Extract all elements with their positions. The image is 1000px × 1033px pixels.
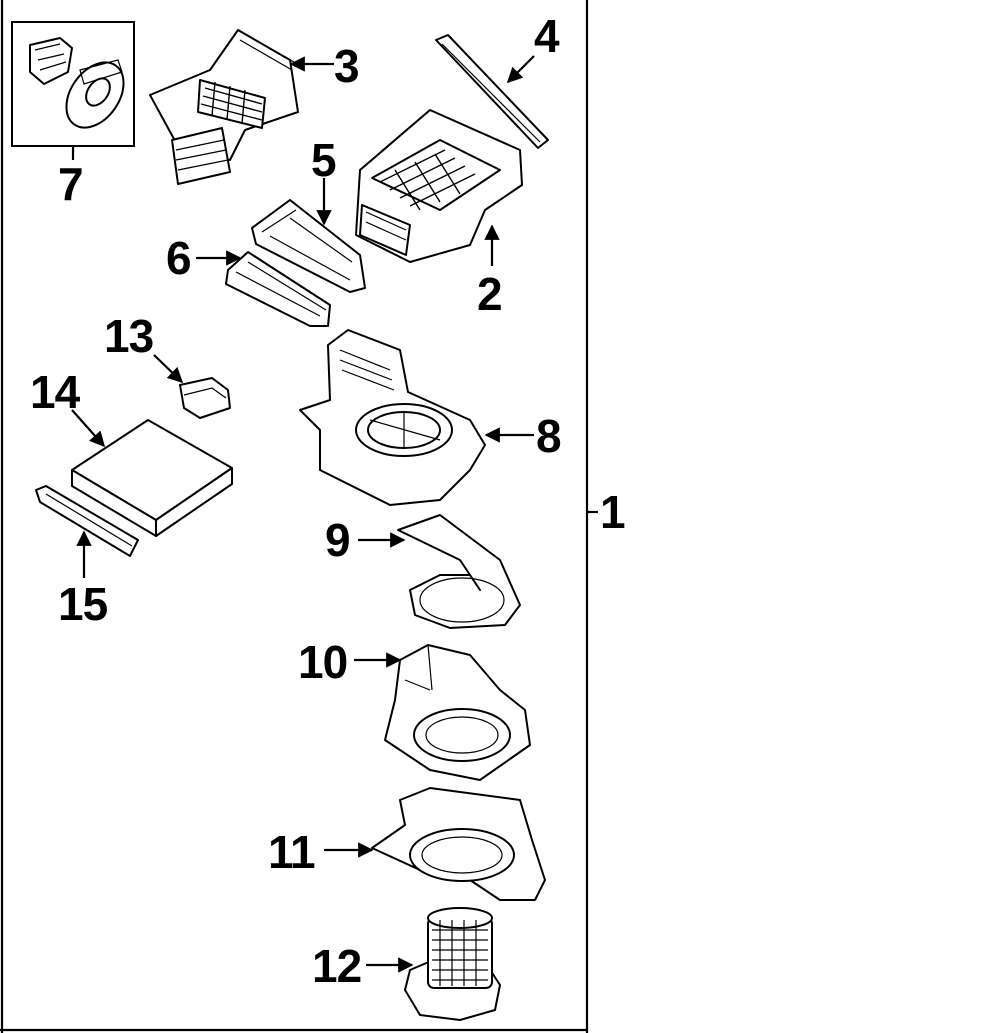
part-13-resistor (179, 377, 231, 419)
callout-13: 13 (104, 310, 153, 362)
part-2-upper-case (355, 109, 523, 263)
part-6-door (225, 251, 331, 327)
leader-lines (71, 55, 535, 973)
callout-1: 1 (600, 486, 625, 538)
callout-14: 14 (30, 366, 81, 418)
callout-8: 8 (536, 410, 561, 462)
part-9-gasket (397, 514, 521, 629)
assembly-frame (0, 0, 598, 1033)
callout-labels: 1 2 3 4 5 6 7 8 9 10 11 12 13 14 15 (30, 10, 626, 992)
callout-6: 6 (166, 232, 191, 284)
part-8-lower-case (299, 329, 486, 506)
part-11-blower-lower-housing (371, 787, 546, 901)
callout-10: 10 (298, 636, 347, 688)
callout-15: 15 (58, 578, 108, 630)
callout-12: 12 (312, 940, 361, 992)
callout-2: 2 (477, 268, 502, 320)
callout-11: 11 (268, 826, 315, 878)
callout-9: 9 (325, 514, 350, 566)
part-15-filter-cover (35, 485, 139, 557)
callout-4: 4 (534, 10, 560, 62)
part-5-door (251, 199, 366, 293)
callout-7: 7 (58, 158, 83, 210)
part-4-seal (435, 34, 549, 149)
part-7-blower-motor-kit (11, 21, 135, 160)
callout-5: 5 (311, 134, 336, 186)
part-12-blower-motor (404, 907, 501, 1021)
part-14-filter (71, 419, 233, 537)
part-10-blower-housing (384, 644, 531, 781)
part-3-mode-housing (149, 29, 299, 185)
callout-3: 3 (334, 40, 359, 92)
